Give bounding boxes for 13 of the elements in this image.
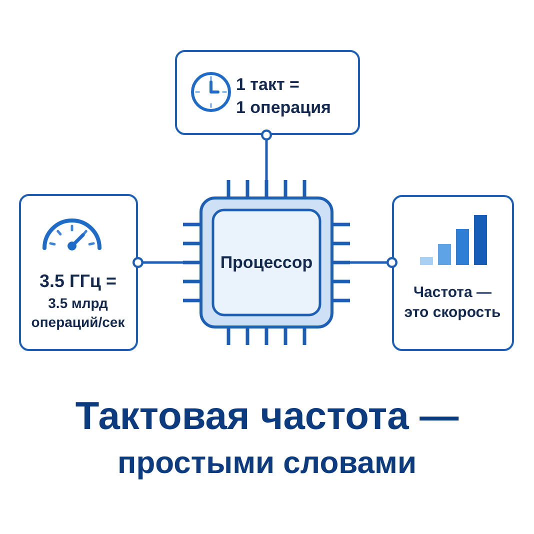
title: Тактовая частота — простыми словами [74, 394, 460, 482]
info-card [392, 195, 514, 351]
card-text: 3.5 ГГц = [38, 270, 118, 293]
connector-line [350, 257, 398, 268]
card-text: 3.5 млрд операций/сек [30, 294, 126, 332]
processor-chip [183, 180, 350, 345]
chip-label: Процессор [219, 252, 314, 274]
card-text: Частота — это скорость [403, 283, 502, 323]
card-text: 1 такт = 1 операция [236, 74, 332, 119]
info-card [19, 194, 138, 351]
info-card [175, 50, 360, 135]
connector-line [261, 130, 272, 180]
connector-line [132, 257, 183, 268]
